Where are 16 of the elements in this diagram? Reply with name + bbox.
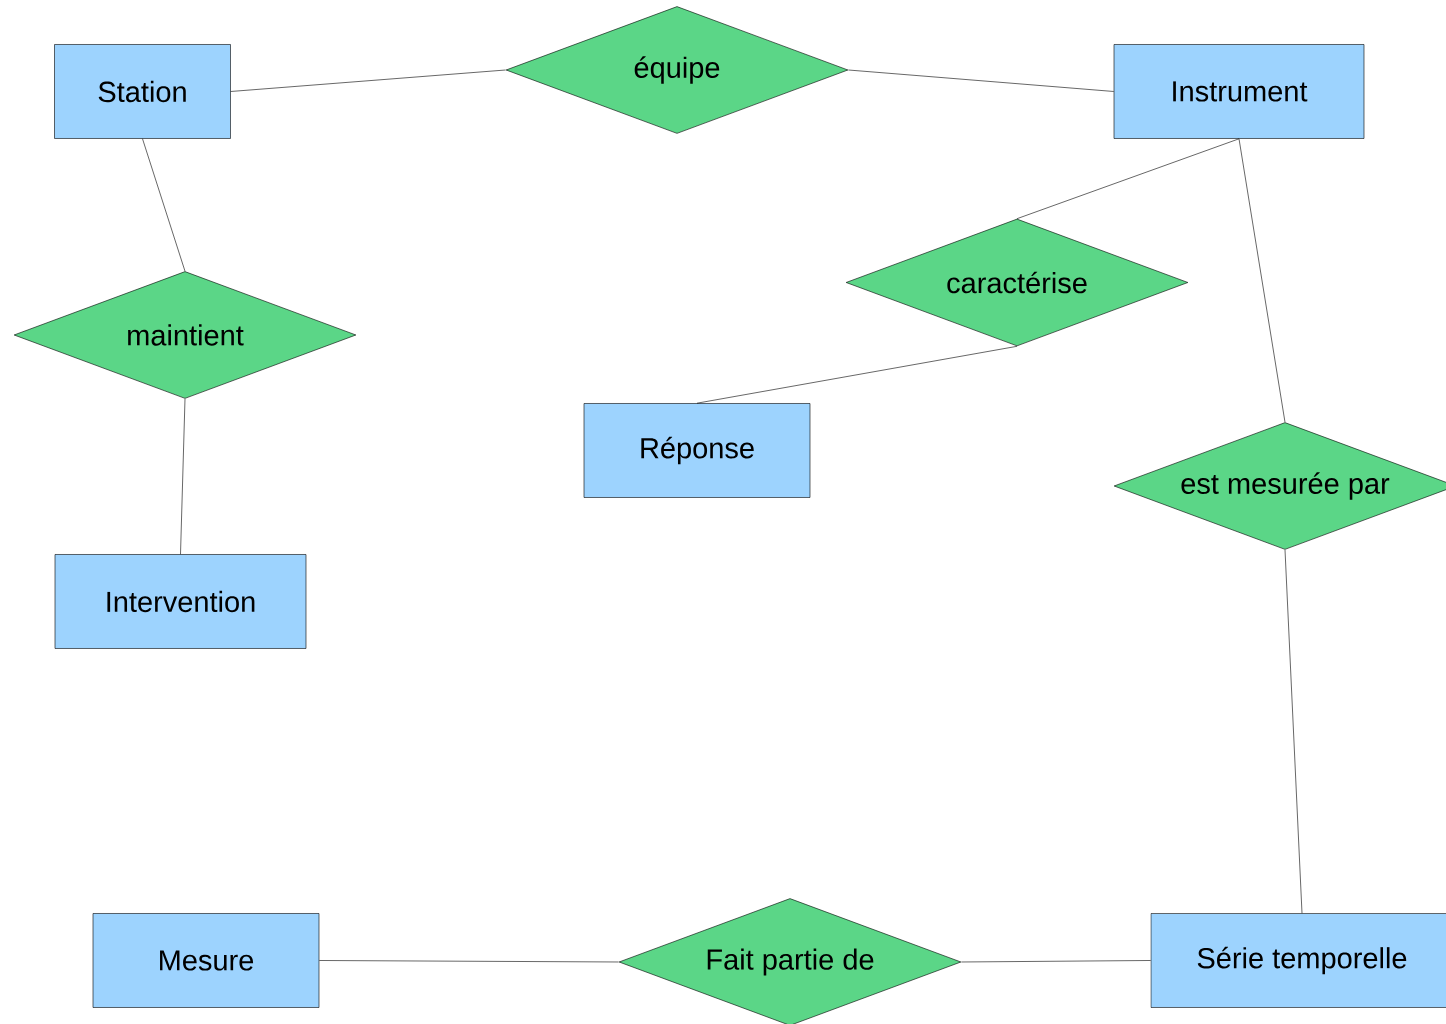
connector-line <box>1284 549 1303 914</box>
entity-box: Mesure <box>92 913 320 1008</box>
connector-line <box>319 960 619 963</box>
connector-line <box>180 398 186 555</box>
connector-line <box>696 346 1018 404</box>
entity-box: Intervention <box>54 554 307 649</box>
entity-box: Réponse <box>583 403 811 498</box>
entity-box: Instrument <box>1113 44 1365 139</box>
entity-box: Série temporelle <box>1150 913 1446 1008</box>
connector-line <box>1016 138 1240 219</box>
connector-line <box>230 69 506 92</box>
connector-line <box>142 138 186 272</box>
connector-line <box>961 960 1151 963</box>
connector-line <box>848 69 1114 92</box>
connector-line <box>1238 138 1286 423</box>
entity-box: Station <box>54 44 231 139</box>
